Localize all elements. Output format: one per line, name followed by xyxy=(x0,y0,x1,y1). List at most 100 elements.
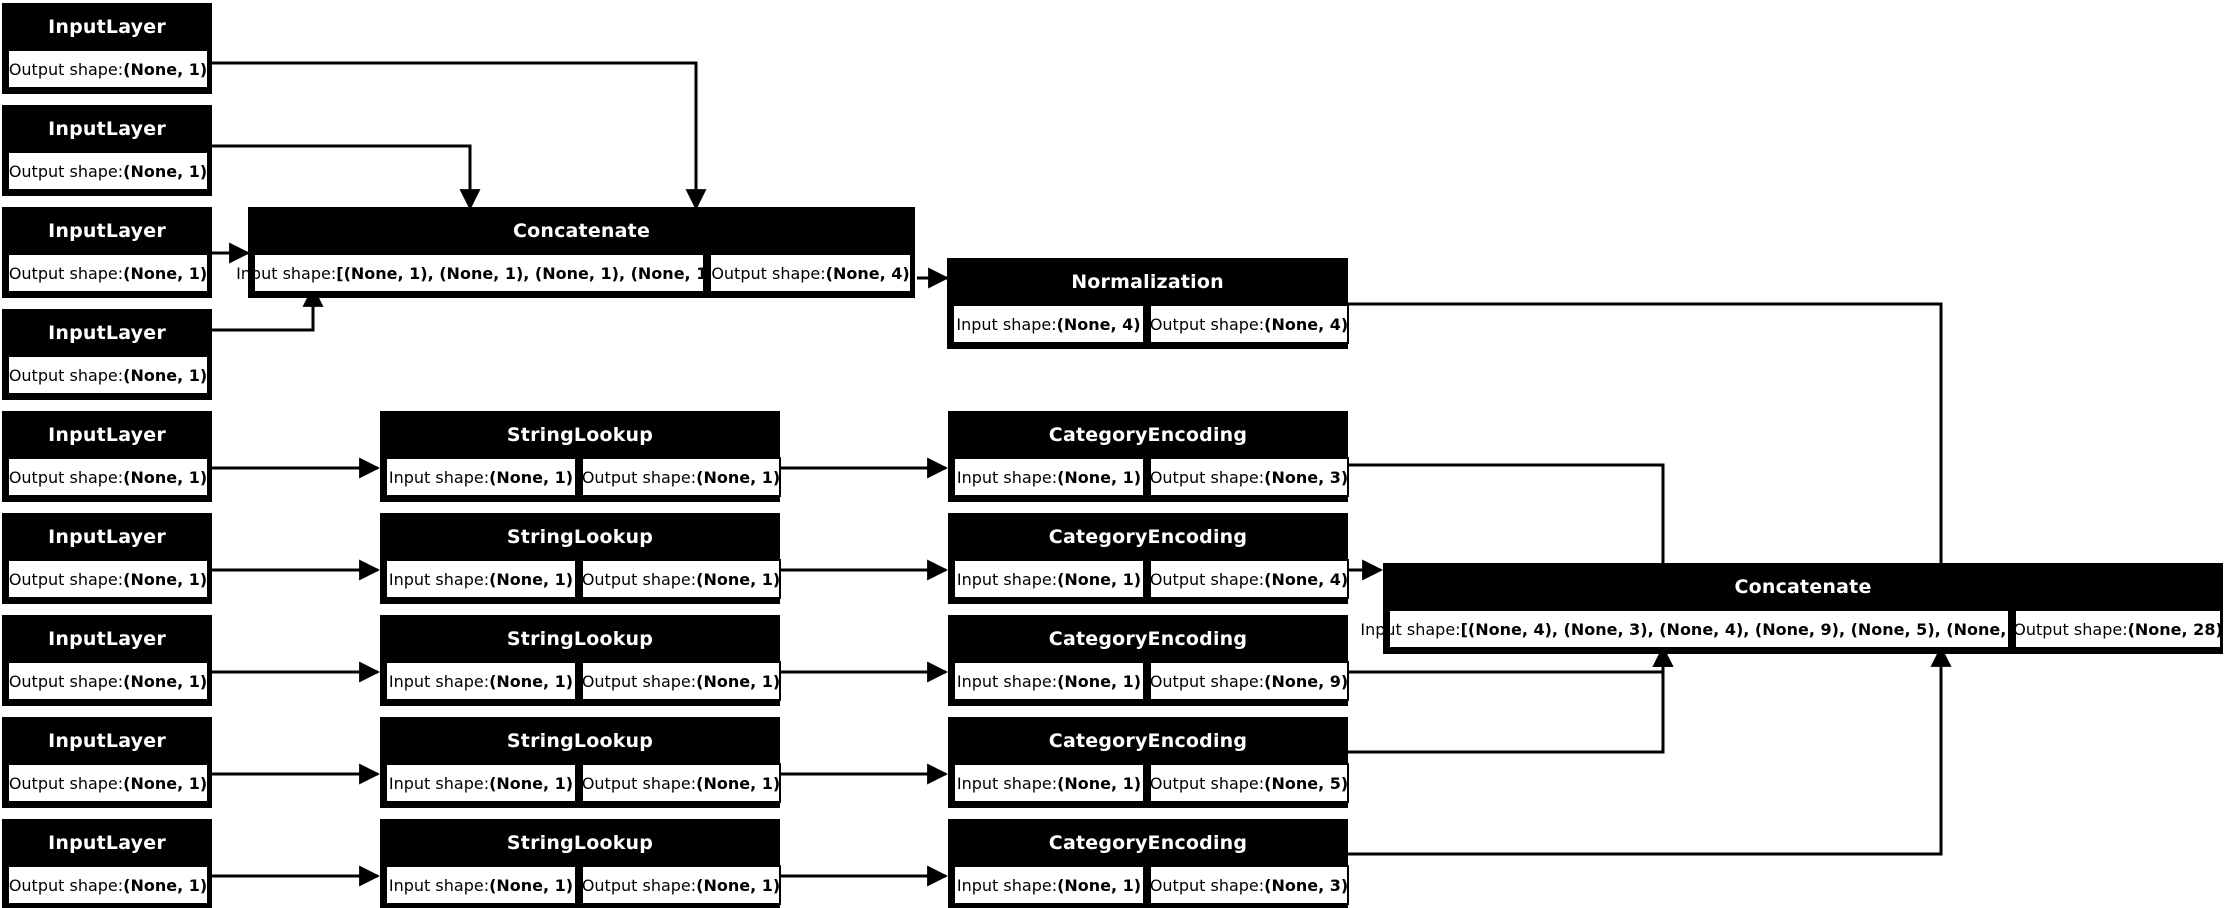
node-inputlayer-5[interactable]: InputLayer Output shape: (None, 1) xyxy=(2,411,212,502)
output-shape-label: Output shape: xyxy=(8,467,124,487)
input-shape-value: [(None, 1), (None, 1), (None, 1), (None,… xyxy=(336,263,722,283)
input-shape-value: (None, 1) xyxy=(489,875,574,895)
output-shape-cell: Output shape: (None, 1) xyxy=(581,763,781,803)
node-inputlayer-8[interactable]: InputLayer Output shape: (None, 1) xyxy=(2,717,212,808)
output-shape-value: (None, 1) xyxy=(696,671,781,691)
input-shape-label: Input shape: xyxy=(1360,619,1461,639)
output-shape-value: (None, 4) xyxy=(825,263,910,283)
output-shape-value: (None, 4) xyxy=(1264,569,1349,589)
output-shape-label: Output shape: xyxy=(2013,619,2128,639)
node-inputlayer-4[interactable]: InputLayer Output shape: (None, 1) xyxy=(2,309,212,400)
node-inputlayer-1[interactable]: InputLayer Output shape: (None, 1) xyxy=(2,3,212,94)
output-shape-label: Output shape: xyxy=(8,365,124,385)
input-shape-value: (None, 1) xyxy=(489,773,574,793)
input-shape-value: (None, 1) xyxy=(489,467,574,487)
output-shape-cell: Output shape: (None, 1) xyxy=(7,865,209,905)
node-stringlookup-1[interactable]: StringLookup Input shape: (None, 1) Outp… xyxy=(380,411,781,502)
output-shape-value: (None, 1) xyxy=(696,875,781,895)
output-shape-value: (None, 1) xyxy=(123,365,208,385)
node-type-label: InputLayer xyxy=(5,108,209,149)
node-type-label: StringLookup xyxy=(383,414,777,455)
output-shape-value: (None, 3) xyxy=(1264,467,1349,487)
node-normalization[interactable]: Normalization Input shape: (None, 4) Out… xyxy=(947,258,1349,349)
node-inputlayer-3[interactable]: InputLayer Output shape: (None, 1) xyxy=(2,207,212,298)
output-shape-label: Output shape: xyxy=(1149,875,1265,895)
input-shape-cell: Input shape: (None, 1) xyxy=(953,559,1145,599)
node-concatenate-all[interactable]: Concatenate Input shape: [(None, 4), (No… xyxy=(1360,563,2223,654)
node-type-label: InputLayer xyxy=(5,720,209,761)
output-shape-cell: Output shape: (None, 3) xyxy=(1149,457,1349,497)
output-shape-cell: Output shape: (None, 4) xyxy=(709,253,912,293)
input-shape-cell: Input shape: [(None, 1), (None, 1), (Non… xyxy=(236,253,722,293)
node-categoryencoding-1[interactable]: CategoryEncoding Input shape: (None, 1) … xyxy=(948,411,1349,502)
output-shape-cell: Output shape: (None, 1) xyxy=(7,355,209,395)
input-shape-label: Input shape: xyxy=(956,773,1058,793)
node-type-label: InputLayer xyxy=(5,618,209,659)
node-type-label: InputLayer xyxy=(5,6,209,47)
node-shape-row: Input shape: (None, 1) Output shape: (No… xyxy=(383,659,781,703)
input-shape-cell: Input shape: (None, 4) xyxy=(952,304,1145,344)
input-shape-label: Input shape: xyxy=(388,773,490,793)
node-type-label: InputLayer xyxy=(5,312,209,353)
node-shape-row: Input shape: (None, 1) Output shape: (No… xyxy=(951,557,1349,601)
node-stringlookup-2[interactable]: StringLookup Input shape: (None, 1) Outp… xyxy=(380,513,781,604)
output-shape-label: Output shape: xyxy=(581,671,697,691)
output-shape-cell: Output shape: (None, 3) xyxy=(1149,865,1349,905)
output-shape-value: (None, 1) xyxy=(123,569,208,589)
node-shape-row: Output shape: (None, 1) xyxy=(5,149,209,193)
node-stringlookup-4[interactable]: StringLookup Input shape: (None, 1) Outp… xyxy=(380,717,781,808)
node-inputlayer-2[interactable]: InputLayer Output shape: (None, 1) xyxy=(2,105,212,196)
node-type-label: StringLookup xyxy=(383,720,777,761)
node-shape-row: Output shape: (None, 1) xyxy=(5,251,209,295)
edge-in2-to-concat-num xyxy=(212,144,481,211)
input-shape-label: Input shape: xyxy=(956,875,1058,895)
node-shape-row: Input shape: (None, 1) Output shape: (No… xyxy=(383,863,781,907)
node-shape-row: Input shape: (None, 1) Output shape: (No… xyxy=(951,761,1349,805)
output-shape-label: Output shape: xyxy=(8,875,124,895)
output-shape-label: Output shape: xyxy=(1149,314,1265,334)
node-concatenate-numeric[interactable]: Concatenate Input shape: [(None, 1), (No… xyxy=(236,207,915,298)
node-categoryencoding-4[interactable]: CategoryEncoding Input shape: (None, 1) … xyxy=(948,717,1349,808)
input-shape-value: (None, 4) xyxy=(1056,314,1141,334)
output-shape-value: (None, 1) xyxy=(696,773,781,793)
node-categoryencoding-3[interactable]: CategoryEncoding Input shape: (None, 1) … xyxy=(948,615,1349,706)
node-categoryencoding-2[interactable]: CategoryEncoding Input shape: (None, 1) … xyxy=(948,513,1349,604)
output-shape-label: Output shape: xyxy=(1149,773,1265,793)
output-shape-cell: Output shape: (None, 1) xyxy=(581,457,781,497)
node-type-label: InputLayer xyxy=(5,516,209,557)
node-shape-row: Input shape: (None, 1) Output shape: (No… xyxy=(951,659,1349,703)
output-shape-label: Output shape: xyxy=(1149,671,1265,691)
node-inputlayer-6[interactable]: InputLayer Output shape: (None, 1) xyxy=(2,513,212,604)
input-shape-cell: Input shape: (None, 1) xyxy=(385,457,577,497)
edge-in1-to-concat-num xyxy=(212,61,707,211)
input-shape-value: (None, 1) xyxy=(1057,467,1142,487)
output-shape-cell: Output shape: (None, 4) xyxy=(1149,559,1349,599)
output-shape-label: Output shape: xyxy=(581,773,697,793)
node-shape-row: Output shape: (None, 1) xyxy=(5,761,209,805)
output-shape-cell: Output shape: (None, 1) xyxy=(581,661,781,701)
output-shape-cell: Output shape: (None, 1) xyxy=(7,49,209,89)
node-shape-row: Input shape: (None, 4) Output shape: (No… xyxy=(950,302,1349,346)
node-stringlookup-3[interactable]: StringLookup Input shape: (None, 1) Outp… xyxy=(380,615,781,706)
output-shape-cell: Output shape: (None, 1) xyxy=(7,559,209,599)
output-shape-label: Output shape: xyxy=(8,263,124,283)
input-shape-value: (None, 1) xyxy=(1057,773,1142,793)
node-type-label: CategoryEncoding xyxy=(951,618,1345,659)
input-shape-label: Input shape: xyxy=(956,314,1057,334)
node-inputlayer-9[interactable]: InputLayer Output shape: (None, 1) xyxy=(2,819,212,908)
node-type-label: Normalization xyxy=(950,261,1345,302)
node-stringlookup-5[interactable]: StringLookup Input shape: (None, 1) Outp… xyxy=(380,819,781,908)
output-shape-value: (None, 1) xyxy=(123,59,208,79)
input-shape-cell: Input shape: (None, 1) xyxy=(953,763,1145,803)
output-shape-label: Output shape: xyxy=(1149,569,1265,589)
edge-norm-to-concat-all xyxy=(1348,302,1952,585)
input-shape-label: Input shape: xyxy=(388,569,490,589)
node-inputlayer-7[interactable]: InputLayer Output shape: (None, 1) xyxy=(2,615,212,706)
output-shape-label: Output shape: xyxy=(1149,467,1265,487)
node-categoryencoding-5[interactable]: CategoryEncoding Input shape: (None, 1) … xyxy=(948,819,1349,908)
output-shape-cell: Output shape: (None, 9) xyxy=(1149,661,1349,701)
output-shape-cell: Output shape: (None, 1) xyxy=(7,253,209,293)
output-shape-label: Output shape: xyxy=(711,263,826,283)
node-shape-row: Input shape: [(None, 4), (None, 3), (Non… xyxy=(1360,607,2223,651)
node-type-label: CategoryEncoding xyxy=(951,720,1345,761)
